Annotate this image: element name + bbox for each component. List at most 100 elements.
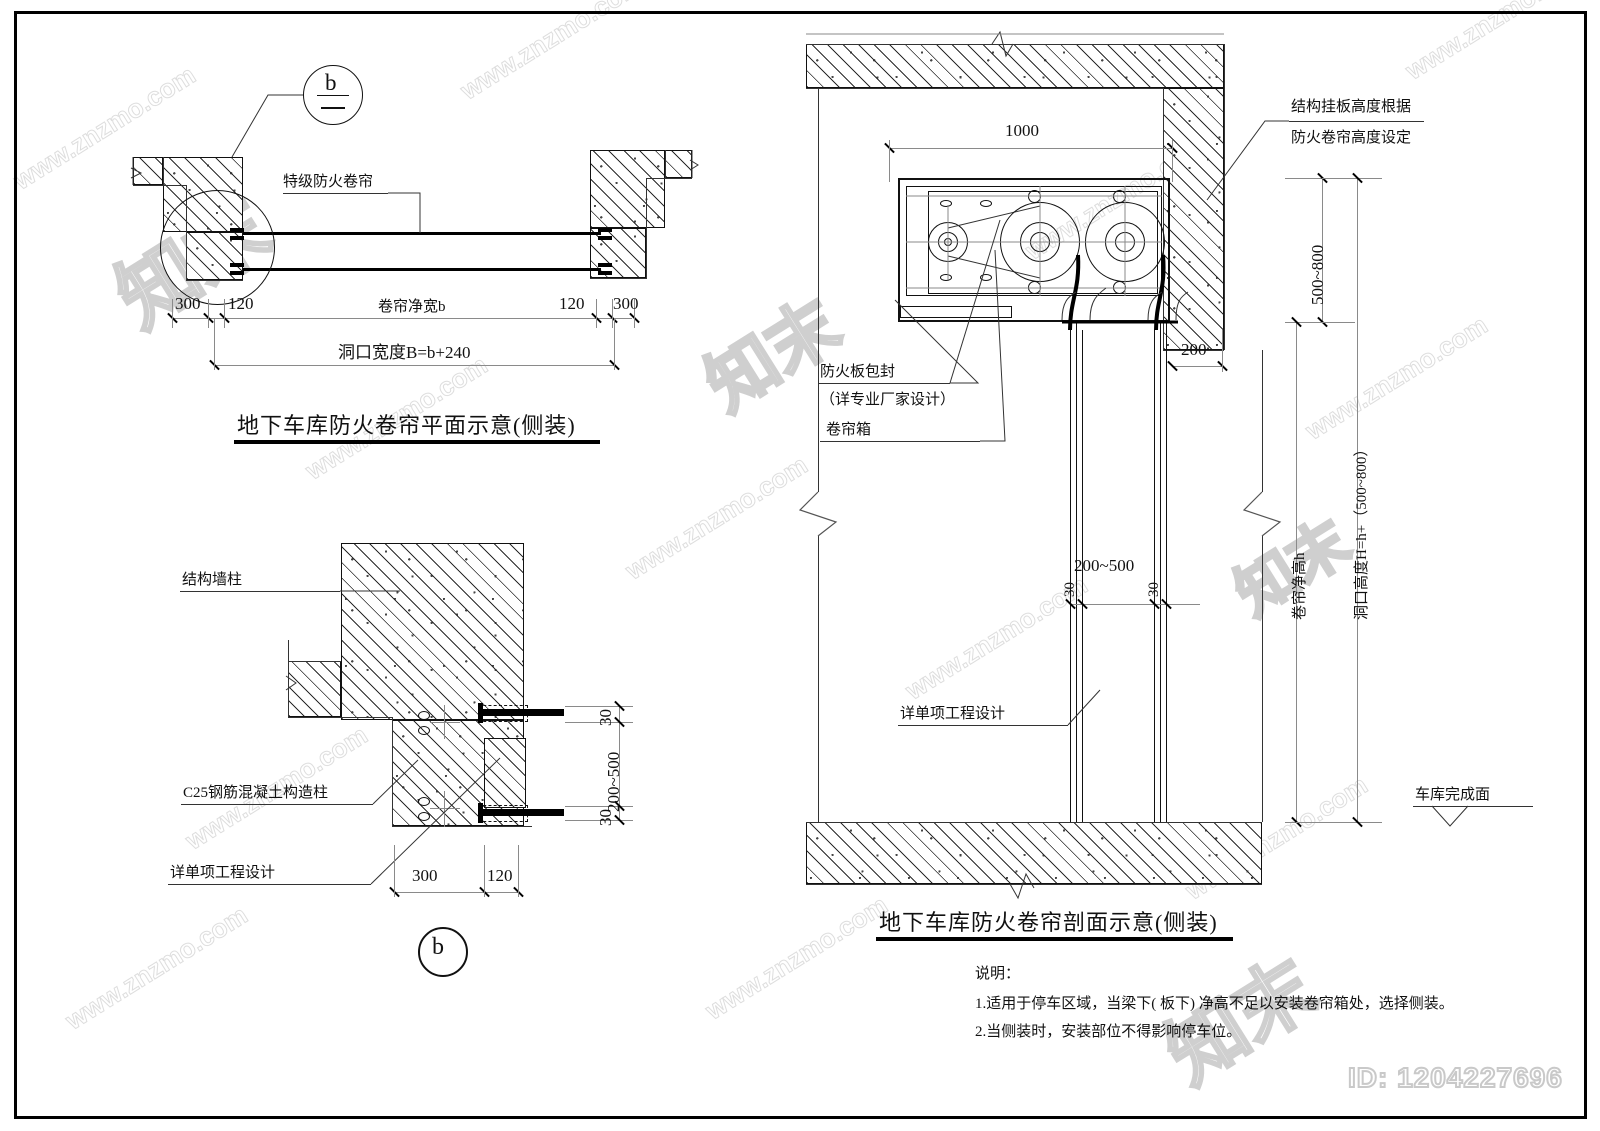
notes-heading: 说明： bbox=[975, 966, 1021, 982]
section-slab-outline bbox=[806, 44, 1224, 45]
dim-witness bbox=[612, 299, 613, 328]
section-motor-pulley-hub bbox=[944, 238, 952, 246]
detail-rail-stem-top bbox=[478, 703, 483, 723]
section-bolt bbox=[1113, 281, 1126, 294]
notes-item: 1.适用于停车区域，当梁下( 板下) 净高不足以安装卷帘箱处，选择侧装。 bbox=[975, 996, 1454, 1012]
section-bolt bbox=[1113, 190, 1126, 203]
plan-shutter-leaf-top bbox=[243, 232, 601, 235]
plan-guide-rail-right-bot bbox=[598, 263, 612, 267]
detail-wall-outline bbox=[392, 826, 532, 827]
section-dim-clear-height: 卷帘净高h bbox=[1292, 552, 1308, 620]
section-top-slab bbox=[806, 44, 1224, 88]
dim-witness bbox=[889, 140, 890, 182]
section-hanging-panel bbox=[1163, 88, 1224, 350]
detail-wall-outline bbox=[288, 640, 289, 718]
section-title-underline bbox=[876, 937, 1233, 941]
section-dim-gap: 200~500 bbox=[1074, 556, 1135, 575]
detail-label-underline bbox=[181, 804, 373, 805]
plan-right-outline bbox=[590, 278, 647, 279]
plan-guide-rail-right-bot2 bbox=[598, 271, 612, 275]
detail-label-underline bbox=[168, 884, 371, 885]
detail-dim-line-h bbox=[394, 892, 518, 893]
sheet-id-watermark: ID: 1204227696 bbox=[1347, 1061, 1563, 1094]
detail-bubble-underline bbox=[321, 107, 345, 109]
dim-witness bbox=[484, 845, 485, 897]
detail-bubble-divider bbox=[317, 95, 349, 96]
plan-right-wall-upper bbox=[590, 150, 665, 228]
plan-left-outline bbox=[163, 157, 164, 185]
plan-right-outline bbox=[646, 178, 647, 278]
plan-dim-right-inner: 120 bbox=[559, 294, 585, 313]
detail-rail-stem-bottom bbox=[478, 803, 483, 823]
section-mount-hole bbox=[940, 274, 952, 281]
section-dim-left-30: 30 bbox=[1062, 582, 1078, 597]
dim-witness bbox=[1285, 322, 1335, 323]
watermark-brand: 知末 bbox=[1150, 941, 1332, 1101]
notes-item: 2.当侧装时，安装部位不得影响停车位。 bbox=[975, 1024, 1242, 1040]
dim-witness bbox=[565, 806, 633, 807]
detail-bubble-label: b bbox=[325, 70, 337, 95]
dim-witness bbox=[596, 299, 597, 328]
plan-left-outline bbox=[133, 185, 186, 186]
detail-wall-outline bbox=[392, 717, 393, 827]
detail-bubble-plan bbox=[303, 65, 363, 125]
detail-bubble-detail-label: b bbox=[432, 934, 444, 960]
section-rail-left-a bbox=[1070, 322, 1071, 822]
dim-witness bbox=[1322, 178, 1382, 179]
section-label-underline bbox=[820, 441, 980, 442]
plan-title-underline bbox=[234, 440, 600, 444]
detail-rebar bbox=[418, 711, 430, 720]
dim-witness bbox=[1285, 178, 1355, 179]
section-mount-hole bbox=[940, 200, 952, 207]
section-panel-outline bbox=[1163, 88, 1164, 350]
watermark-text: www.znzmo.com bbox=[620, 449, 814, 586]
section-drum-1-hub bbox=[1030, 232, 1050, 252]
section-dim-opening-height: 洞口高度H=h+（500~800） bbox=[1354, 441, 1370, 620]
plan-guide-rail-right-top bbox=[598, 228, 612, 232]
section-dim-line-clear-height bbox=[1296, 322, 1297, 822]
plan-title: 地下车库防火卷帘平面示意(侧装) bbox=[237, 413, 576, 438]
section-label-underline bbox=[898, 725, 1068, 726]
section-bolt bbox=[1028, 190, 1041, 203]
section-label-underline bbox=[1289, 121, 1424, 122]
plan-dim-opening-width: 洞口宽度B=b+240 bbox=[338, 343, 471, 362]
detail-dim-300: 300 bbox=[412, 866, 438, 885]
detail-dim-bot-30: 30 bbox=[596, 809, 615, 826]
section-shutter-box-outer bbox=[898, 178, 1170, 322]
section-panel-outline bbox=[1224, 44, 1225, 350]
detail-rebar bbox=[418, 726, 430, 735]
section-right-wall-line bbox=[1262, 350, 1263, 492]
detail-dim-mid: 200~500 bbox=[604, 751, 623, 812]
section-dim-box-width: 1000 bbox=[1005, 121, 1039, 140]
section-label-underline bbox=[818, 383, 950, 384]
section-dim-line-200 bbox=[1172, 366, 1222, 367]
detail-structural-wall bbox=[341, 543, 524, 720]
detail-rebar bbox=[418, 797, 430, 806]
section-drum-2-hub bbox=[1115, 232, 1135, 252]
section-label-fireproof-board: 防火板包封 bbox=[820, 364, 896, 380]
section-slab-outline bbox=[806, 88, 1163, 89]
dim-witness bbox=[1296, 822, 1382, 823]
detail-wall-outline bbox=[288, 717, 392, 718]
detail-rebar-dim bbox=[444, 791, 445, 827]
plan-shutter-leaf-bottom bbox=[243, 268, 601, 271]
plan-dim-line-2 bbox=[214, 365, 614, 366]
section-floor-slab bbox=[806, 822, 1262, 884]
section-mount-hole bbox=[980, 274, 992, 281]
detail-rebar-dim bbox=[430, 808, 460, 809]
section-left-wall-line bbox=[818, 88, 819, 492]
section-title: 地下车库防火卷帘剖面示意(侧装) bbox=[879, 910, 1218, 935]
watermark-text: www.znzmo.com bbox=[1400, 0, 1594, 86]
section-left-wall-line-2 bbox=[818, 536, 819, 822]
detail-rebar-dim bbox=[430, 722, 460, 723]
plan-right-outline bbox=[665, 150, 666, 178]
section-dim-line-gap bbox=[1070, 604, 1200, 605]
plan-dim-left-outer: 300 bbox=[175, 294, 201, 313]
section-label-underline bbox=[1413, 806, 1533, 807]
detail-dim-line-v bbox=[619, 706, 620, 819]
dim-witness bbox=[614, 318, 615, 370]
section-floor-outline bbox=[806, 884, 1262, 885]
section-rail-left-c bbox=[1082, 330, 1083, 822]
detail-label-underline bbox=[180, 591, 340, 592]
